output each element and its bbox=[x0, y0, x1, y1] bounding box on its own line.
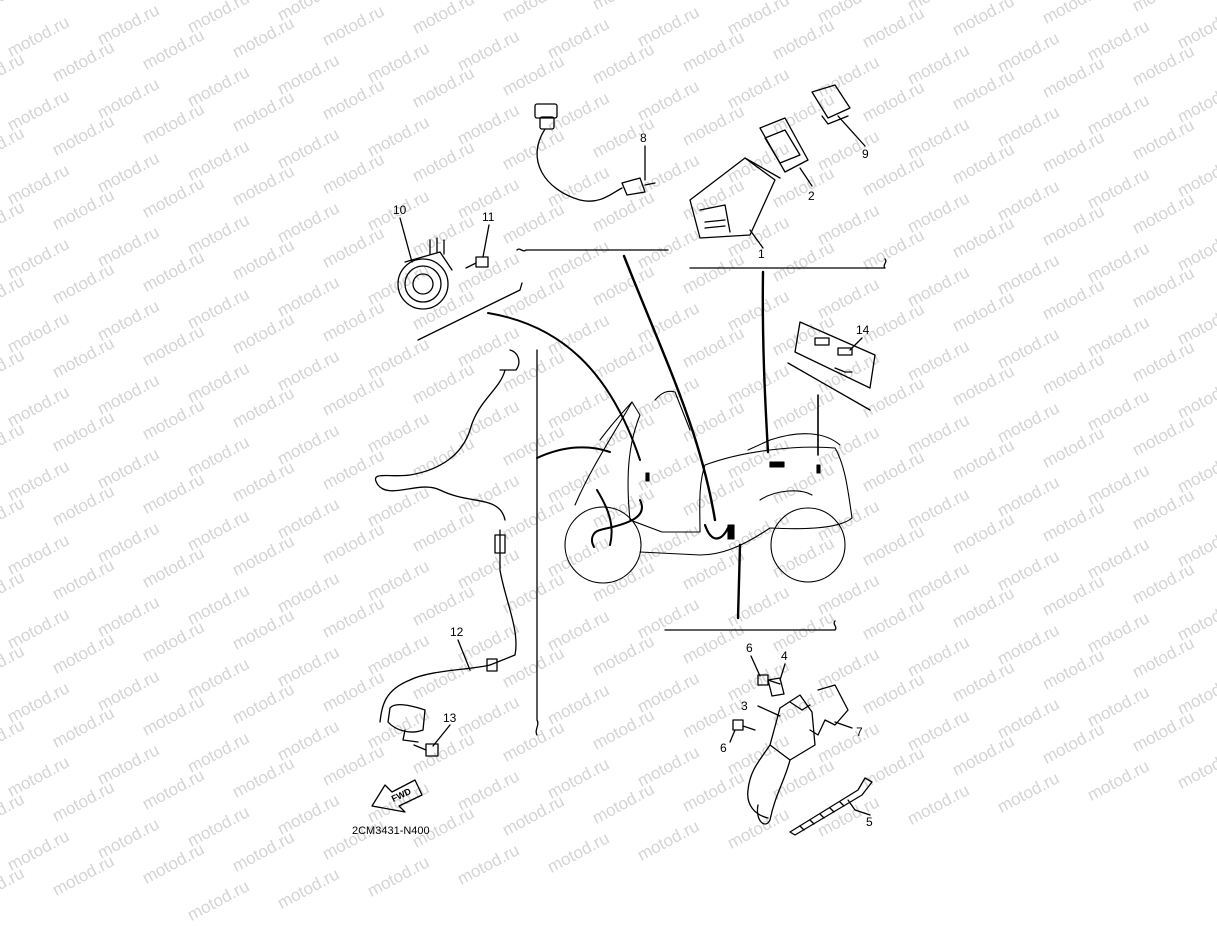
leader-3 bbox=[757, 705, 781, 717]
callout-14: 14 bbox=[856, 323, 870, 337]
ignition-coil-icon bbox=[747, 684, 849, 825]
leader-11 bbox=[482, 224, 490, 258]
callout-10: 10 bbox=[393, 203, 407, 217]
callout-11: 11 bbox=[482, 210, 495, 224]
ecu-icon bbox=[689, 117, 809, 239]
leader-7 bbox=[834, 721, 853, 729]
callout-6-bottom: 6 bbox=[720, 741, 727, 755]
callout-7: 7 bbox=[856, 725, 863, 739]
leader-coil bbox=[736, 543, 742, 620]
leader-12 bbox=[457, 639, 471, 671]
bolt-icon-11 bbox=[465, 256, 489, 269]
leader-1 bbox=[749, 229, 764, 249]
leader-horn bbox=[487, 312, 641, 461]
scooter-outline-icon bbox=[564, 390, 853, 584]
leader-10 bbox=[399, 217, 413, 263]
diagram-code: 2CM3431-N400 bbox=[352, 825, 430, 837]
battery-icon bbox=[794, 321, 876, 389]
callout-8: 8 bbox=[640, 131, 647, 145]
leader-sensor bbox=[622, 254, 717, 522]
region-frame-coil bbox=[664, 620, 837, 631]
horn-icon bbox=[397, 237, 453, 310]
callout-9: 9 bbox=[862, 147, 869, 161]
leader-6b bbox=[729, 729, 736, 743]
tie-band-icon-5 bbox=[789, 777, 873, 836]
region-frame-horn bbox=[417, 282, 523, 341]
callout-12: 12 bbox=[450, 625, 464, 639]
speed-sensor-wire-icon bbox=[375, 349, 520, 743]
leader-2 bbox=[799, 167, 813, 187]
leader-13 bbox=[432, 724, 451, 747]
relay-icon bbox=[811, 84, 851, 125]
leader-6a bbox=[750, 655, 761, 677]
callout-3: 3 bbox=[741, 699, 748, 713]
callout-6-top: 6 bbox=[746, 641, 753, 655]
bolt-icon-6b bbox=[732, 719, 756, 731]
clamp-icon-4 bbox=[767, 677, 785, 697]
callout-1: 1 bbox=[758, 247, 765, 261]
callout-4: 4 bbox=[781, 649, 788, 663]
sensor-icon bbox=[534, 103, 656, 202]
leader-9 bbox=[837, 115, 866, 147]
callout-2: 2 bbox=[808, 189, 815, 203]
callout-13: 13 bbox=[443, 711, 457, 725]
fwd-arrow-icon bbox=[371, 779, 423, 813]
bolt-icon-6a bbox=[757, 674, 781, 686]
callout-5: 5 bbox=[866, 815, 873, 829]
leader-4 bbox=[779, 663, 786, 681]
leader-ecu bbox=[761, 270, 770, 454]
region-frame-ecu bbox=[689, 258, 887, 269]
region-frame-sensor bbox=[516, 248, 669, 252]
bolt-icon-13 bbox=[413, 743, 439, 757]
leader-wire bbox=[536, 446, 611, 459]
leader-14 bbox=[849, 337, 863, 351]
leader-5 bbox=[847, 799, 871, 816]
region-frame-battery bbox=[787, 362, 871, 411]
region-frame-wire bbox=[535, 349, 539, 736]
